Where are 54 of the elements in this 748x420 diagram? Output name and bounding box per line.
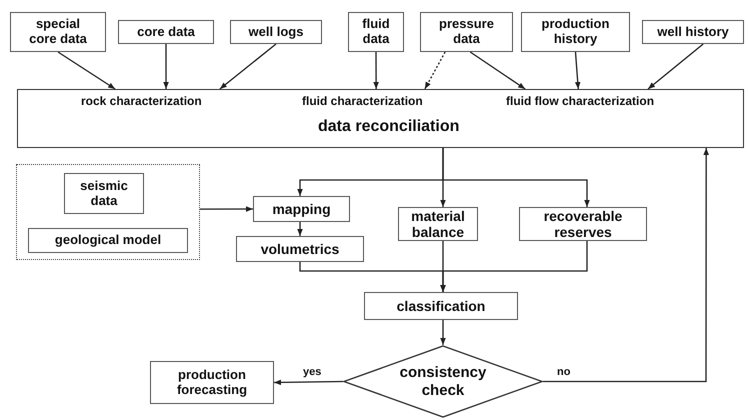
box-label: well history bbox=[657, 24, 729, 40]
process-box bbox=[230, 20, 322, 44]
box-label: recoverable reserves bbox=[542, 208, 624, 240]
arrow bbox=[574, 52, 581, 90]
process-box bbox=[642, 20, 744, 44]
arrow bbox=[373, 52, 379, 89]
process-box bbox=[150, 361, 274, 404]
arrow bbox=[470, 51, 526, 90]
arrow bbox=[440, 241, 588, 292]
arrow bbox=[163, 44, 169, 89]
box-label: mapping bbox=[272, 200, 331, 218]
decision-text: consistency check bbox=[398, 364, 488, 400]
arrow bbox=[219, 44, 276, 90]
process-box bbox=[236, 236, 364, 262]
process-box bbox=[64, 173, 144, 214]
box-label: pressure data bbox=[438, 17, 495, 47]
arrow bbox=[543, 148, 709, 382]
process-box bbox=[521, 12, 630, 52]
box-label: volumetrics bbox=[260, 240, 340, 258]
arrow bbox=[58, 51, 116, 90]
box-label: well logs bbox=[248, 24, 304, 40]
process-box bbox=[118, 20, 214, 44]
arrow bbox=[442, 148, 590, 207]
arrow bbox=[424, 52, 446, 90]
process-box bbox=[420, 12, 513, 52]
process-box bbox=[253, 196, 350, 222]
arrow bbox=[200, 206, 253, 212]
arrow bbox=[274, 380, 343, 386]
arrow bbox=[297, 222, 303, 236]
box-title: data reconciliation bbox=[318, 119, 460, 135]
process-box bbox=[364, 292, 518, 320]
box-label: special core data bbox=[28, 17, 88, 47]
box-label: classification bbox=[396, 298, 486, 314]
edge-label: no bbox=[556, 367, 572, 378]
box-label: production forecasting bbox=[176, 368, 248, 398]
box-label: fluid data bbox=[361, 17, 391, 47]
section-label: fluid flow characterization bbox=[506, 95, 654, 107]
box-label: material balance bbox=[410, 208, 466, 240]
process-box bbox=[348, 12, 404, 52]
box-label: production history bbox=[540, 17, 610, 47]
reconciliation-box bbox=[17, 89, 744, 148]
process-box bbox=[398, 207, 478, 241]
box-label: core data bbox=[137, 24, 195, 40]
section-label: fluid characterization bbox=[302, 95, 423, 107]
group-box bbox=[16, 164, 200, 260]
arrow bbox=[440, 320, 446, 345]
edge-label: yes bbox=[302, 367, 322, 378]
process-box bbox=[519, 207, 647, 241]
section-label: rock characterization bbox=[81, 95, 202, 107]
process-box bbox=[10, 12, 106, 52]
process-box bbox=[28, 228, 188, 253]
box-label: seismic data bbox=[79, 178, 129, 208]
box-label: geological model bbox=[54, 233, 162, 248]
arrow bbox=[648, 44, 704, 90]
